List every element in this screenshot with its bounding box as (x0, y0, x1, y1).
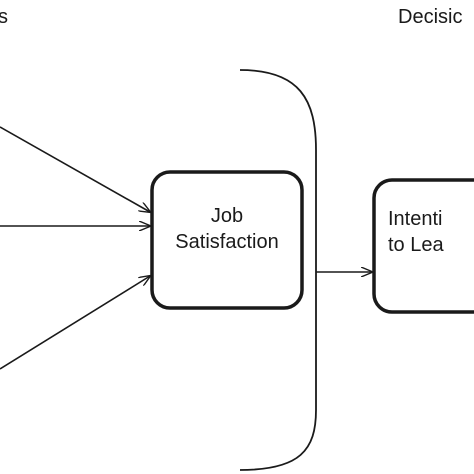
job-satisfaction-box (150, 170, 304, 310)
job-satisfaction-line1: Job (210, 205, 244, 227)
section-header-decision: Decisic (398, 6, 463, 28)
job-satisfaction-label: Job Satisfaction (152, 203, 302, 255)
arrow-bottom-to-job-satisfaction (0, 276, 150, 370)
section-header-left: s (0, 6, 8, 28)
job-satisfaction-line2: Satisfaction (175, 231, 279, 253)
decision-bracket (239, 69, 317, 471)
intention-line2: to Lea (388, 234, 444, 256)
intention-line1: Intenti (388, 208, 443, 230)
arrow-top-to-job-satisfaction (0, 126, 150, 212)
intention-box (372, 178, 474, 314)
intention-label: Intenti to Lea (388, 206, 474, 258)
